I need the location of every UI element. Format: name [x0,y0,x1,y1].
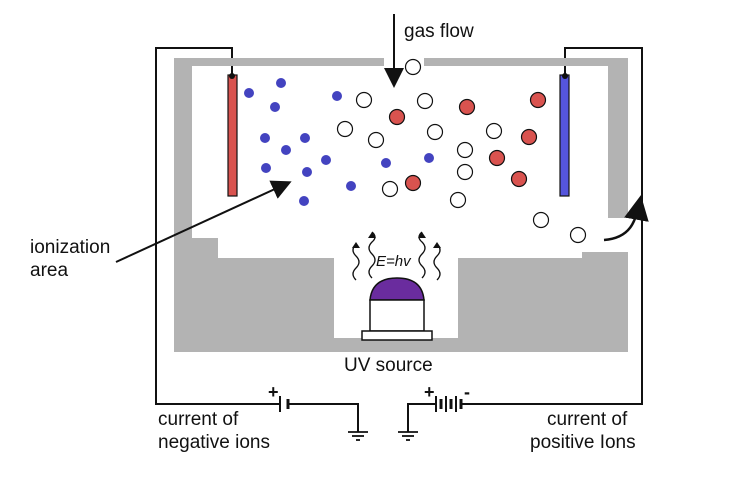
uv-lamp-body [369,299,425,332]
left-step [174,238,218,258]
uv-lamp-dome [369,277,425,301]
energy-formula-label: E=hv [376,253,411,270]
positive-ion [404,174,422,192]
uv-lamp [361,277,433,341]
negative-ion [244,88,254,98]
positive-ions [388,91,547,192]
right-wall [608,58,628,218]
neutral-molecule [532,211,550,229]
ground-symbol-right [398,431,418,441]
neutral-molecule [456,163,474,181]
negative-ion [332,91,342,101]
neutral-molecule [416,92,434,110]
left-wall [174,58,192,238]
exhaust-arrow [603,195,649,242]
neutral-molecule [367,131,385,149]
outer-circuit-wire [155,47,643,432]
right-battery-plus-sign: + [424,382,435,402]
ionization-label-line2: area [30,260,69,281]
negative-ion [424,153,434,163]
neutral-molecule [336,120,354,138]
chamber-walls [174,58,628,352]
negative-ions [244,78,434,206]
top-wall-left [174,58,384,66]
neutral-molecule [355,91,373,109]
positive-ion [520,128,538,146]
ionization-label-line1: ionization [30,237,111,258]
negative-ion [300,133,310,143]
neutral-molecules [336,58,587,244]
uv-lamp-base [361,330,433,341]
negative-ion [260,133,270,143]
gas-flow-label: gas flow [404,21,474,42]
negative-ion [276,78,286,88]
negative-ion [281,145,291,155]
negative-ion [346,181,356,191]
bottom-right-block [458,258,628,352]
uv-wave-arrowheads [352,232,441,248]
positive-electrode-contact [562,73,568,79]
negative-electrode-contact [229,73,235,79]
neutral-molecule [485,122,503,140]
current-negative-label-line2: negative ions [158,432,270,453]
top-wall-right [424,58,628,66]
neutral-molecule [449,191,467,209]
positive-ion [388,108,406,126]
current-negative-label-line1: current of [158,409,239,430]
negative-electrode [227,74,238,197]
neutral-molecule [569,226,587,244]
neutral-molecule [381,180,399,198]
negative-ion [270,102,280,112]
right-battery-minus-sign: - [464,382,470,402]
bottom-left-block [174,258,334,352]
negative-ion [321,155,331,165]
negative-ion [381,158,391,168]
positive-electrode [559,74,570,197]
positive-ion [510,170,528,188]
negative-ion [299,196,309,206]
uv-source-label: UV source [344,355,433,376]
ionization-pointer-arrow [115,180,292,263]
current-positive-label-line1: current of [547,409,628,430]
positive-ion [488,149,506,167]
positive-ion [529,91,547,109]
negative-ion [302,167,312,177]
left-battery-plus-sign: + [268,382,279,402]
neutral-molecule [426,123,444,141]
uv-well-floor [334,338,458,352]
negative-ion [261,163,271,173]
ground-symbol-left [348,431,368,441]
current-positive-label-line2: positive Ions [530,432,636,453]
positive-ion [458,98,476,116]
neutral-molecule [404,58,422,76]
neutral-molecule [456,141,474,159]
left-battery-symbol [279,396,290,412]
uv-radiation-waves [352,231,441,281]
right-battery-symbol [430,396,470,412]
right-step [582,252,628,258]
